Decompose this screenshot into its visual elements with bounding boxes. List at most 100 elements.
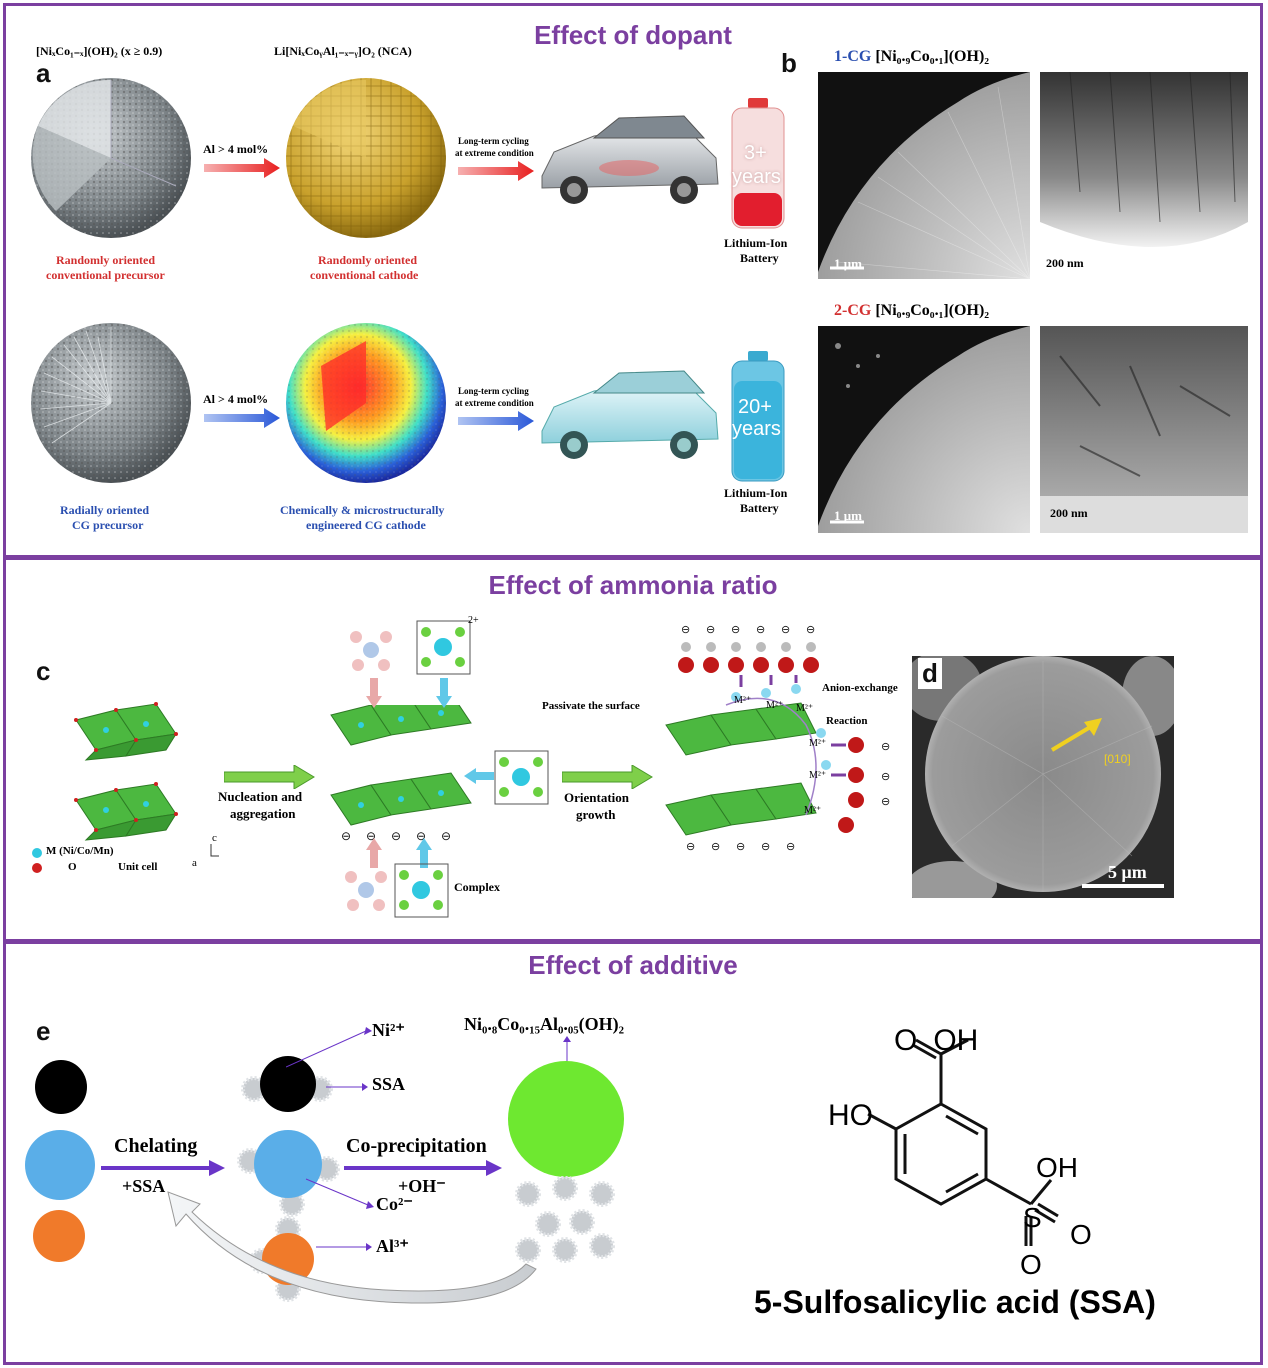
co-ion-circle bbox=[25, 1130, 95, 1200]
arrow-label-al-bottom: Al > 4 mol% bbox=[203, 392, 269, 406]
complex-ion-icon bbox=[494, 750, 549, 805]
cg1-formula: [Ni₀.₉Co₀.₁](OH)₂ bbox=[875, 48, 990, 65]
mol-o-double: O bbox=[894, 1024, 918, 1057]
m2plus-label-1: M²⁺ bbox=[734, 695, 752, 706]
cg2-tag: 2-CG bbox=[834, 302, 872, 319]
mol-cooh-oh: OH bbox=[933, 1024, 979, 1057]
orientation-label-2: growth bbox=[576, 807, 616, 822]
chelating-label: Chelating bbox=[114, 1135, 198, 1157]
svg-text:⊖: ⊖ bbox=[441, 829, 451, 843]
charge-label: 2+ bbox=[468, 615, 479, 626]
ssa-label: SSA bbox=[372, 1074, 406, 1094]
molecule-name: 5-Sulfosalicylic acid (SSA) bbox=[754, 1284, 1156, 1320]
chelating-arrow-icon bbox=[101, 1160, 225, 1176]
ni-label: Ni²⁺ bbox=[372, 1020, 405, 1040]
sem-image-1cg bbox=[818, 72, 1030, 279]
battery-years-bottom-1: 20+ bbox=[738, 396, 772, 418]
svg-text:⊖: ⊖ bbox=[736, 841, 745, 853]
caption-cathode-top-1: Randomly oriented bbox=[318, 253, 417, 267]
al-label: Al³⁺ bbox=[376, 1236, 409, 1256]
mol-cooh-label: O OH bbox=[894, 1024, 978, 1058]
panel-ammonia: Effect of ammonia ratio c M (Ni/Co/Mn) O… bbox=[3, 557, 1263, 942]
svg-text:⊖: ⊖ bbox=[686, 841, 695, 853]
scale-bar-200nm: 200 nm bbox=[1046, 256, 1084, 270]
svg-text:⊖: ⊖ bbox=[756, 625, 765, 636]
red-arrow-icon bbox=[458, 161, 534, 181]
svg-text:⊖: ⊖ bbox=[881, 771, 890, 783]
cycling-label-bottom-1: Long-term cycling bbox=[458, 386, 529, 396]
unit-cell-label: Unit cell bbox=[118, 861, 158, 873]
cg2-formula: [Ni₀.₉Co₀.₁](OH)₂ bbox=[875, 302, 990, 319]
battery-label-bottom-1: Lithium-Ion bbox=[724, 486, 788, 500]
mol-o1-label: O bbox=[1070, 1219, 1092, 1250]
axis-c-label: c bbox=[212, 832, 217, 844]
svg-text:⊖: ⊖ bbox=[341, 829, 351, 843]
sem-image-d bbox=[912, 656, 1174, 898]
cyan-arrow-icon bbox=[436, 678, 452, 708]
scale-bar-1um: 1 μm bbox=[834, 256, 862, 271]
svg-text:⊖: ⊖ bbox=[366, 829, 376, 843]
orientation-label-1: Orientation bbox=[564, 790, 629, 805]
svg-text:⊖: ⊖ bbox=[761, 841, 770, 853]
mol-s-label: S bbox=[1023, 1202, 1042, 1233]
label-a: a bbox=[36, 58, 51, 88]
mol-so3h-oh-label: OH bbox=[1036, 1152, 1078, 1183]
pink-arrow-icon bbox=[366, 838, 382, 868]
plus-ssa-label: +SSA bbox=[122, 1176, 166, 1196]
svg-text:⊖: ⊖ bbox=[711, 841, 720, 853]
cyan-arrow-icon bbox=[416, 838, 432, 868]
label-c: c bbox=[36, 656, 51, 686]
label-leader-lines bbox=[286, 1027, 374, 1251]
ssa-molecule-structure bbox=[867, 1038, 1059, 1246]
recycle-arrow-icon bbox=[167, 1191, 537, 1304]
scale-bar-5um: 5 μm bbox=[1108, 862, 1147, 882]
nucleation-label-2: aggregation bbox=[230, 806, 296, 821]
orientation-growth-diagram: ⊖⊖⊖⊖⊖⊖ ⊖⊖⊖⊖⊖⊖⊖⊖ bbox=[665, 625, 890, 853]
caption-cathode-top-2: conventional cathode bbox=[310, 268, 419, 282]
svg-text:⊖: ⊖ bbox=[706, 625, 715, 636]
svg-text:⊖: ⊖ bbox=[806, 625, 815, 636]
precursor-formula: [NiₓCo₁₋ₓ](OH)₂ (x ≥ 0.9) bbox=[36, 44, 163, 58]
nucleation-label-1: Nucleation and bbox=[218, 789, 303, 804]
label-b: b bbox=[781, 48, 797, 78]
complex-ion-icon bbox=[416, 620, 471, 675]
complex-ion-icon bbox=[394, 863, 449, 918]
cg2-label: 2-CG [Ni₀.₉Co₀.₁](OH)₂ bbox=[834, 302, 989, 320]
axis-icon bbox=[210, 844, 219, 857]
anion-exchange-label: Anion-exchange bbox=[822, 682, 898, 694]
svg-text:⊖: ⊖ bbox=[786, 841, 795, 853]
m2plus-label-6: M²⁺ bbox=[804, 805, 822, 816]
sem-image-2cg bbox=[818, 326, 1030, 533]
cycling-label-bottom-2: at extreme condition bbox=[455, 398, 534, 408]
product-particle bbox=[508, 1061, 624, 1177]
m2plus-label-5: M²⁺ bbox=[809, 770, 827, 781]
cyan-left-arrow-icon bbox=[464, 768, 494, 784]
ammonia-molecule-icon bbox=[345, 871, 387, 911]
svg-text:⊖: ⊖ bbox=[881, 796, 890, 808]
car-icon bbox=[541, 115, 719, 204]
svg-text:⊖: ⊖ bbox=[681, 625, 690, 636]
m2plus-label-3: M²⁺ bbox=[796, 703, 814, 714]
legend-o-dot bbox=[32, 863, 42, 873]
passivate-label: Passivate the surface bbox=[542, 700, 640, 712]
legend-m-label: M (Ni/Co/Mn) bbox=[46, 845, 114, 857]
unit-cell-diagram bbox=[74, 702, 178, 841]
panel-title: Effect of additive bbox=[528, 950, 738, 980]
legend-o-label: O bbox=[68, 861, 77, 873]
mol-o2-label: O bbox=[1020, 1249, 1042, 1280]
caption-precursor-bottom-2: CG precursor bbox=[72, 518, 144, 532]
reaction-label: Reaction bbox=[826, 715, 868, 727]
conventional-precursor-sphere bbox=[31, 78, 191, 238]
panel-title: Effect of ammonia ratio bbox=[488, 570, 778, 600]
svg-text:⊖: ⊖ bbox=[781, 625, 790, 636]
battery-icon-blue bbox=[731, 351, 785, 482]
coprecipitation-label: Co-precipitation bbox=[346, 1135, 487, 1157]
car-icon bbox=[541, 370, 719, 459]
m2plus-label-2: M²⁺ bbox=[766, 700, 784, 711]
panel-dopant: Effect of dopant a b [NiₓCo₁₋ₓ](OH)₂ (x … bbox=[3, 3, 1263, 558]
label-d: d bbox=[918, 658, 942, 689]
tem-image-2cg bbox=[1040, 326, 1248, 533]
product-formula: Ni₀.₈Co₀.₁₅Al₀.₀₅(OH)₂ bbox=[464, 1014, 625, 1034]
battery-icon-red bbox=[731, 98, 785, 229]
svg-text:⊖: ⊖ bbox=[731, 625, 740, 636]
